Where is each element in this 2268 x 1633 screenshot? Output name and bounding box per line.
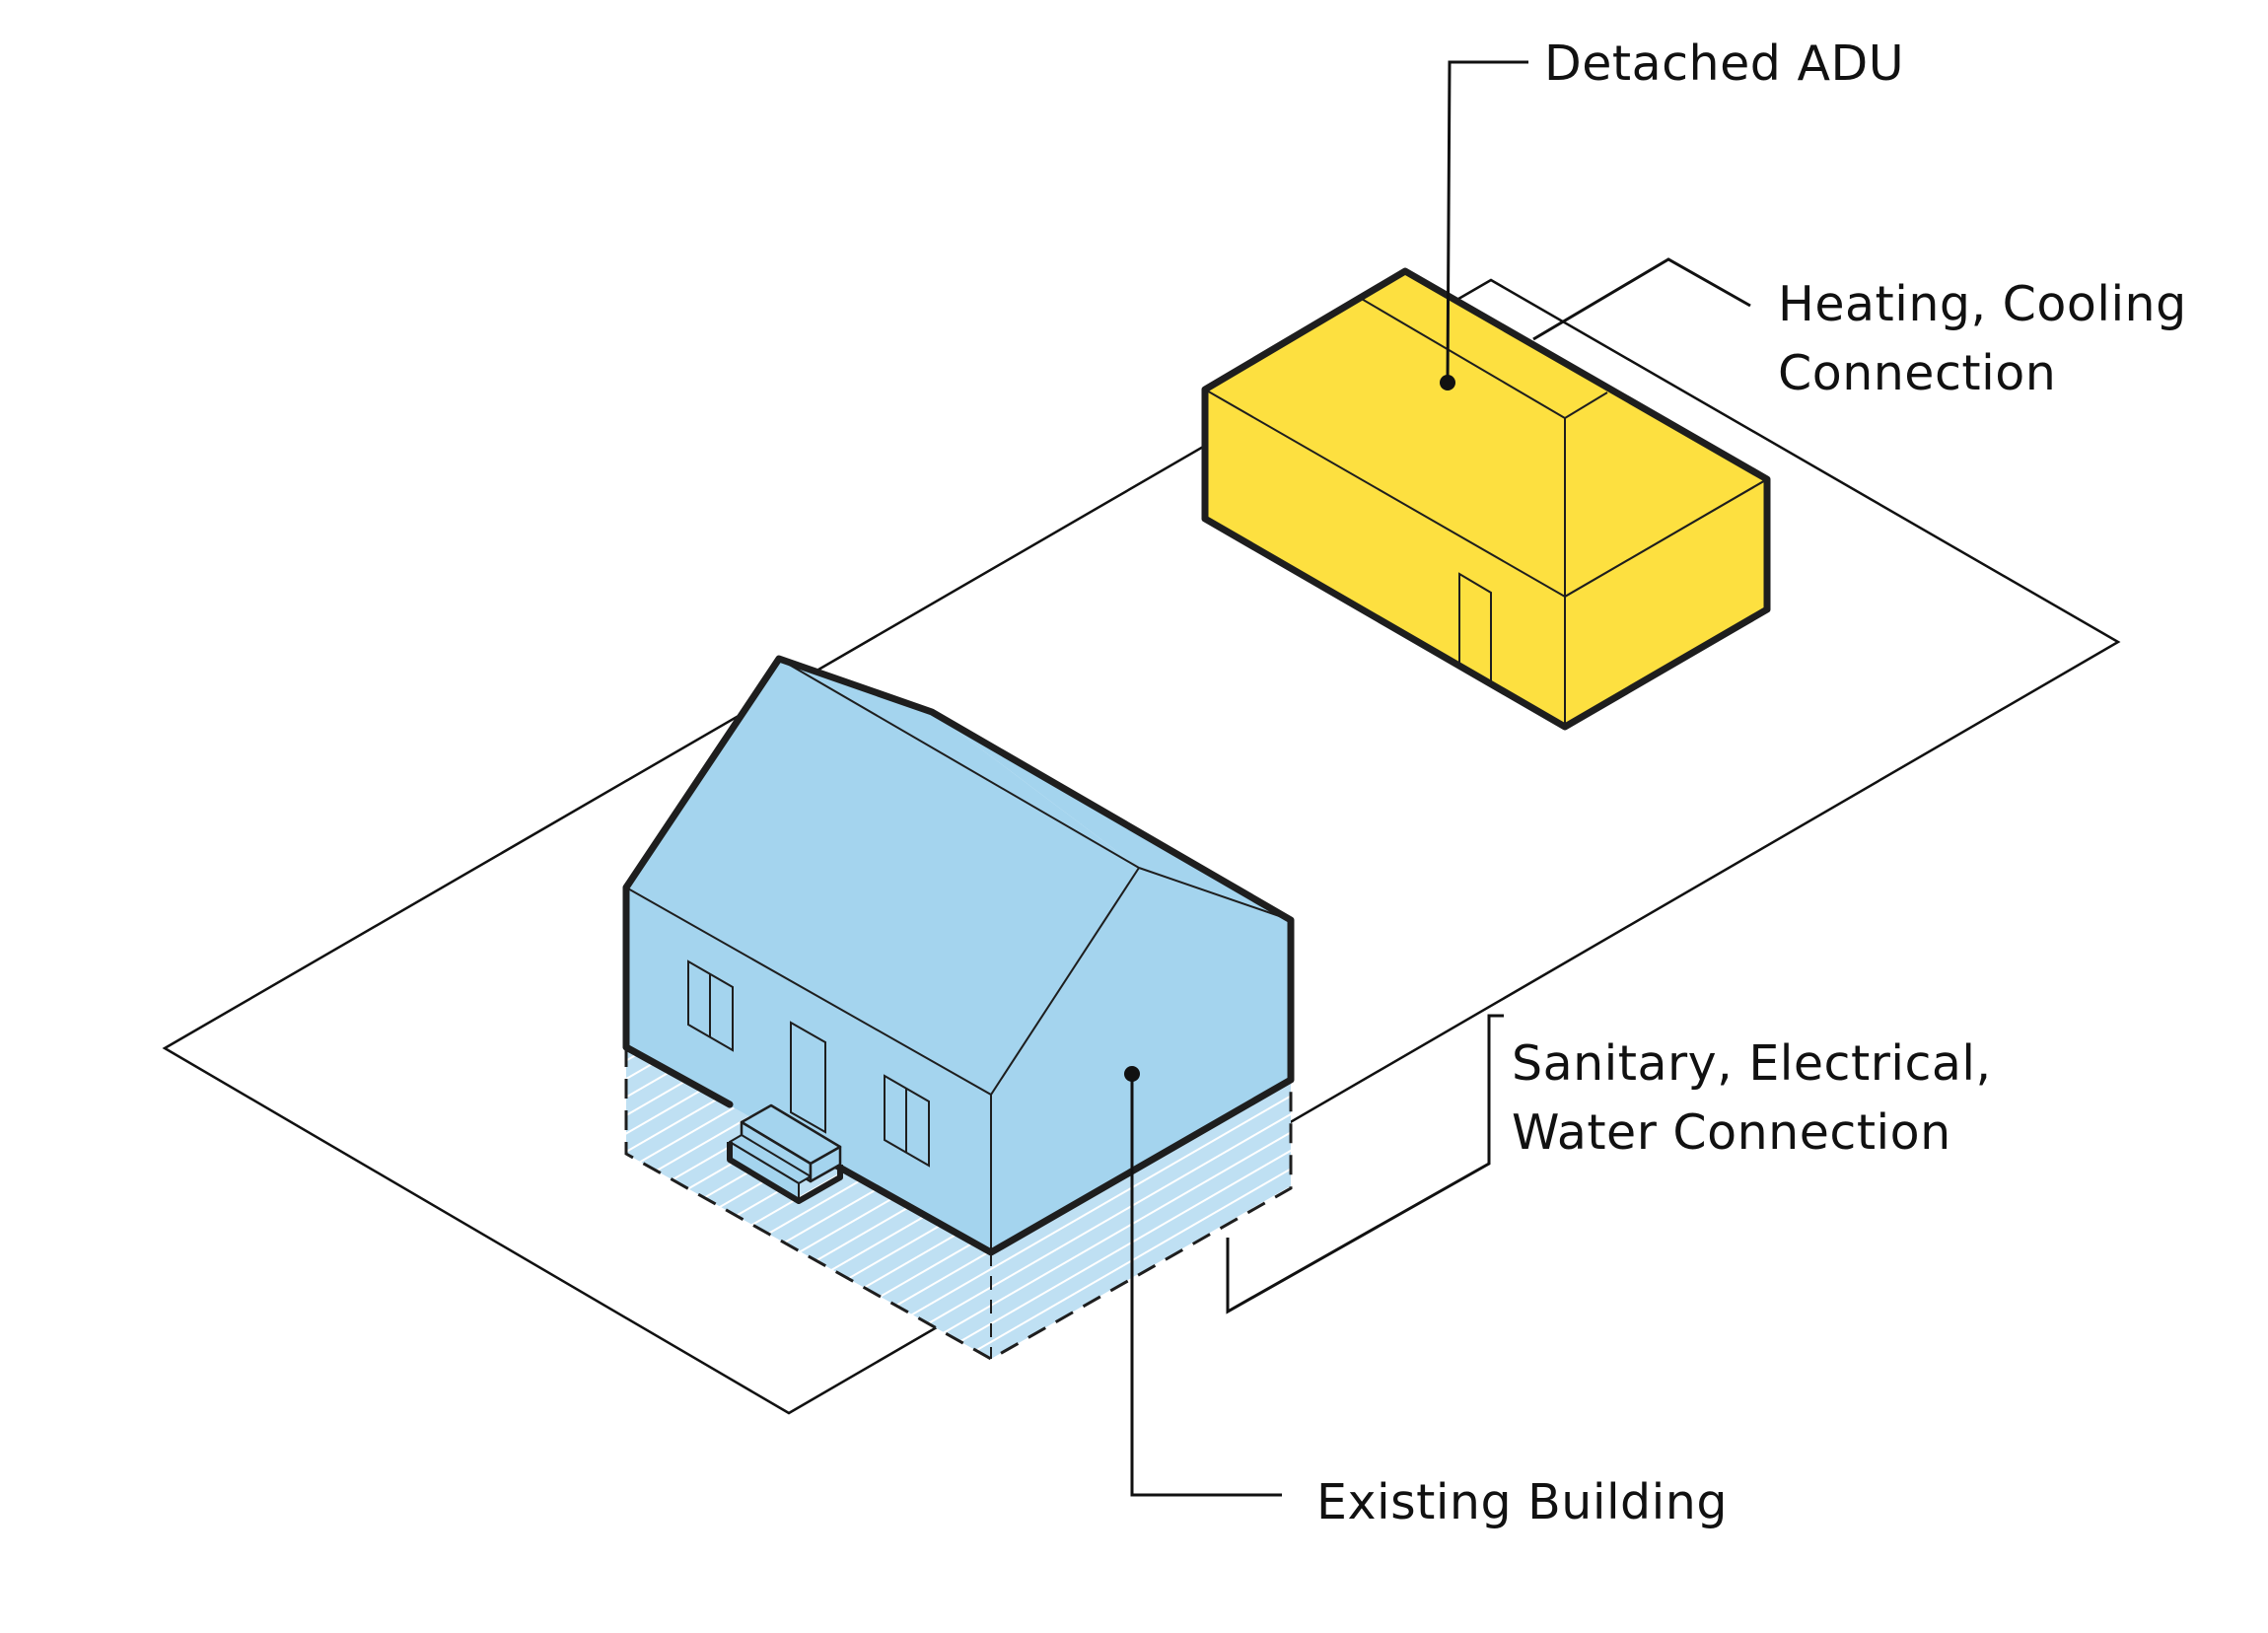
- label-utilities-line1: Sanitary, Electrical,: [1512, 1035, 1992, 1092]
- basement: [624, 1047, 1293, 1361]
- leader-existing-building: [1124, 1066, 1282, 1497]
- leader-utilities: [1226, 1014, 1504, 1314]
- label-utilities-line2: Water Connection: [1512, 1104, 1951, 1161]
- window-left: [687, 959, 734, 1052]
- label-existing-building: Existing Building: [1316, 1474, 1728, 1530]
- label-heating-cooling-line2: Connection: [1778, 345, 2056, 401]
- front-steps: [727, 1103, 843, 1204]
- front-door: [790, 1021, 826, 1134]
- leader-detached-adu: [1440, 60, 1528, 390]
- window-right: [884, 1074, 930, 1168]
- label-detached-adu: Detached ADU: [1544, 36, 1904, 92]
- existing-building: [622, 655, 1295, 1256]
- detached-adu: [1201, 267, 1771, 731]
- label-heating-cooling-line1: Heating, Cooling: [1778, 276, 2187, 332]
- leader-heating-cooling: [1532, 257, 1751, 341]
